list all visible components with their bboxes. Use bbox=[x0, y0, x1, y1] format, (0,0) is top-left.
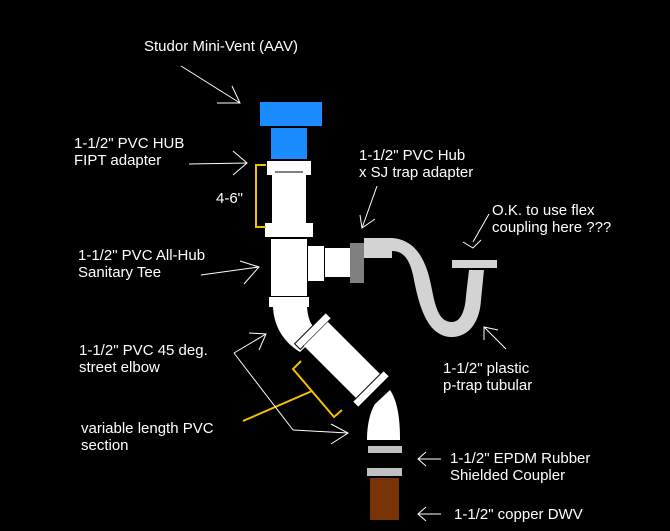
label-variable-length-line2: section bbox=[81, 437, 129, 454]
arrow-ptrap bbox=[483, 326, 507, 350]
arrow-sanitary-tee bbox=[200, 260, 260, 285]
variable-length-dimension bbox=[242, 360, 343, 422]
label-ptrap-line1: 1-1/2" plastic bbox=[443, 360, 530, 377]
label-flex-coupling-line1: O.K. to use flex bbox=[492, 202, 595, 219]
tee-bottom-hub bbox=[269, 297, 309, 307]
arrow-studor-vent bbox=[180, 65, 241, 104]
coupler-band-bottom bbox=[367, 468, 402, 476]
arrow-fipt-adapter bbox=[188, 150, 248, 176]
trap-adapter-nut bbox=[350, 243, 364, 283]
tee-top-hub bbox=[265, 223, 313, 237]
label-variable-length-line1: variable length PVC bbox=[81, 420, 214, 437]
lower-elbow bbox=[367, 390, 400, 440]
label-epdm-coupler-line2: Shielded Coupler bbox=[450, 467, 566, 484]
tee-body bbox=[271, 239, 307, 296]
label-ptrap-line2: p-trap tubular bbox=[443, 377, 533, 394]
p-trap-inlet bbox=[364, 243, 392, 258]
fipt-adapter-hub bbox=[267, 161, 311, 175]
label-street-elbow-line1: 1-1/2" PVC 45 deg. bbox=[79, 342, 208, 359]
studor-vent-cap bbox=[260, 102, 322, 126]
p-trap bbox=[364, 238, 484, 338]
arrow-street-elbow bbox=[233, 332, 349, 445]
dimension-bracket-4-6 bbox=[255, 164, 266, 228]
tee-side-hub bbox=[308, 246, 324, 281]
label-trap-adapter-line1: 1-1/2" PVC Hub bbox=[359, 147, 466, 164]
label-trap-adapter-line2: x SJ trap adapter bbox=[359, 164, 474, 181]
p-trap-flange bbox=[452, 260, 497, 268]
label-epdm-coupler-line1: 1-1/2" EPDM Rubber bbox=[450, 450, 591, 467]
arrow-trap-adapter bbox=[359, 185, 378, 229]
label-fipt-adapter-line2: FIPT adapter bbox=[74, 152, 162, 169]
studor-vent bbox=[260, 102, 322, 159]
label-sanitary-tee-line1: 1-1/2" PVC All-Hub bbox=[78, 247, 206, 264]
label-sanitary-tee-line2: Sanitary Tee bbox=[78, 264, 162, 281]
label-fipt-adapter-line1: 1-1/2" PVC HUB bbox=[74, 135, 185, 152]
studor-vent-body bbox=[271, 128, 307, 159]
label-dimension-4-6: 4-6" bbox=[216, 190, 244, 207]
coupler-band-top bbox=[368, 446, 402, 453]
label-flex-coupling-line2: coupling here ??? bbox=[492, 219, 612, 236]
copper-dwv-pipe bbox=[370, 478, 399, 520]
arrow-epdm-coupler bbox=[417, 451, 441, 467]
label-street-elbow-line2: street elbow bbox=[79, 359, 160, 376]
label-copper-dwv: 1-1/2" copper DWV bbox=[454, 506, 583, 523]
epdm-coupler bbox=[367, 446, 402, 476]
label-studor-vent: Studor Mini-Vent (AAV) bbox=[144, 38, 298, 55]
variable-length-pvc-section bbox=[293, 311, 391, 409]
arrow-flex-coupling bbox=[462, 213, 490, 249]
arrow-copper-dwv bbox=[417, 506, 441, 522]
